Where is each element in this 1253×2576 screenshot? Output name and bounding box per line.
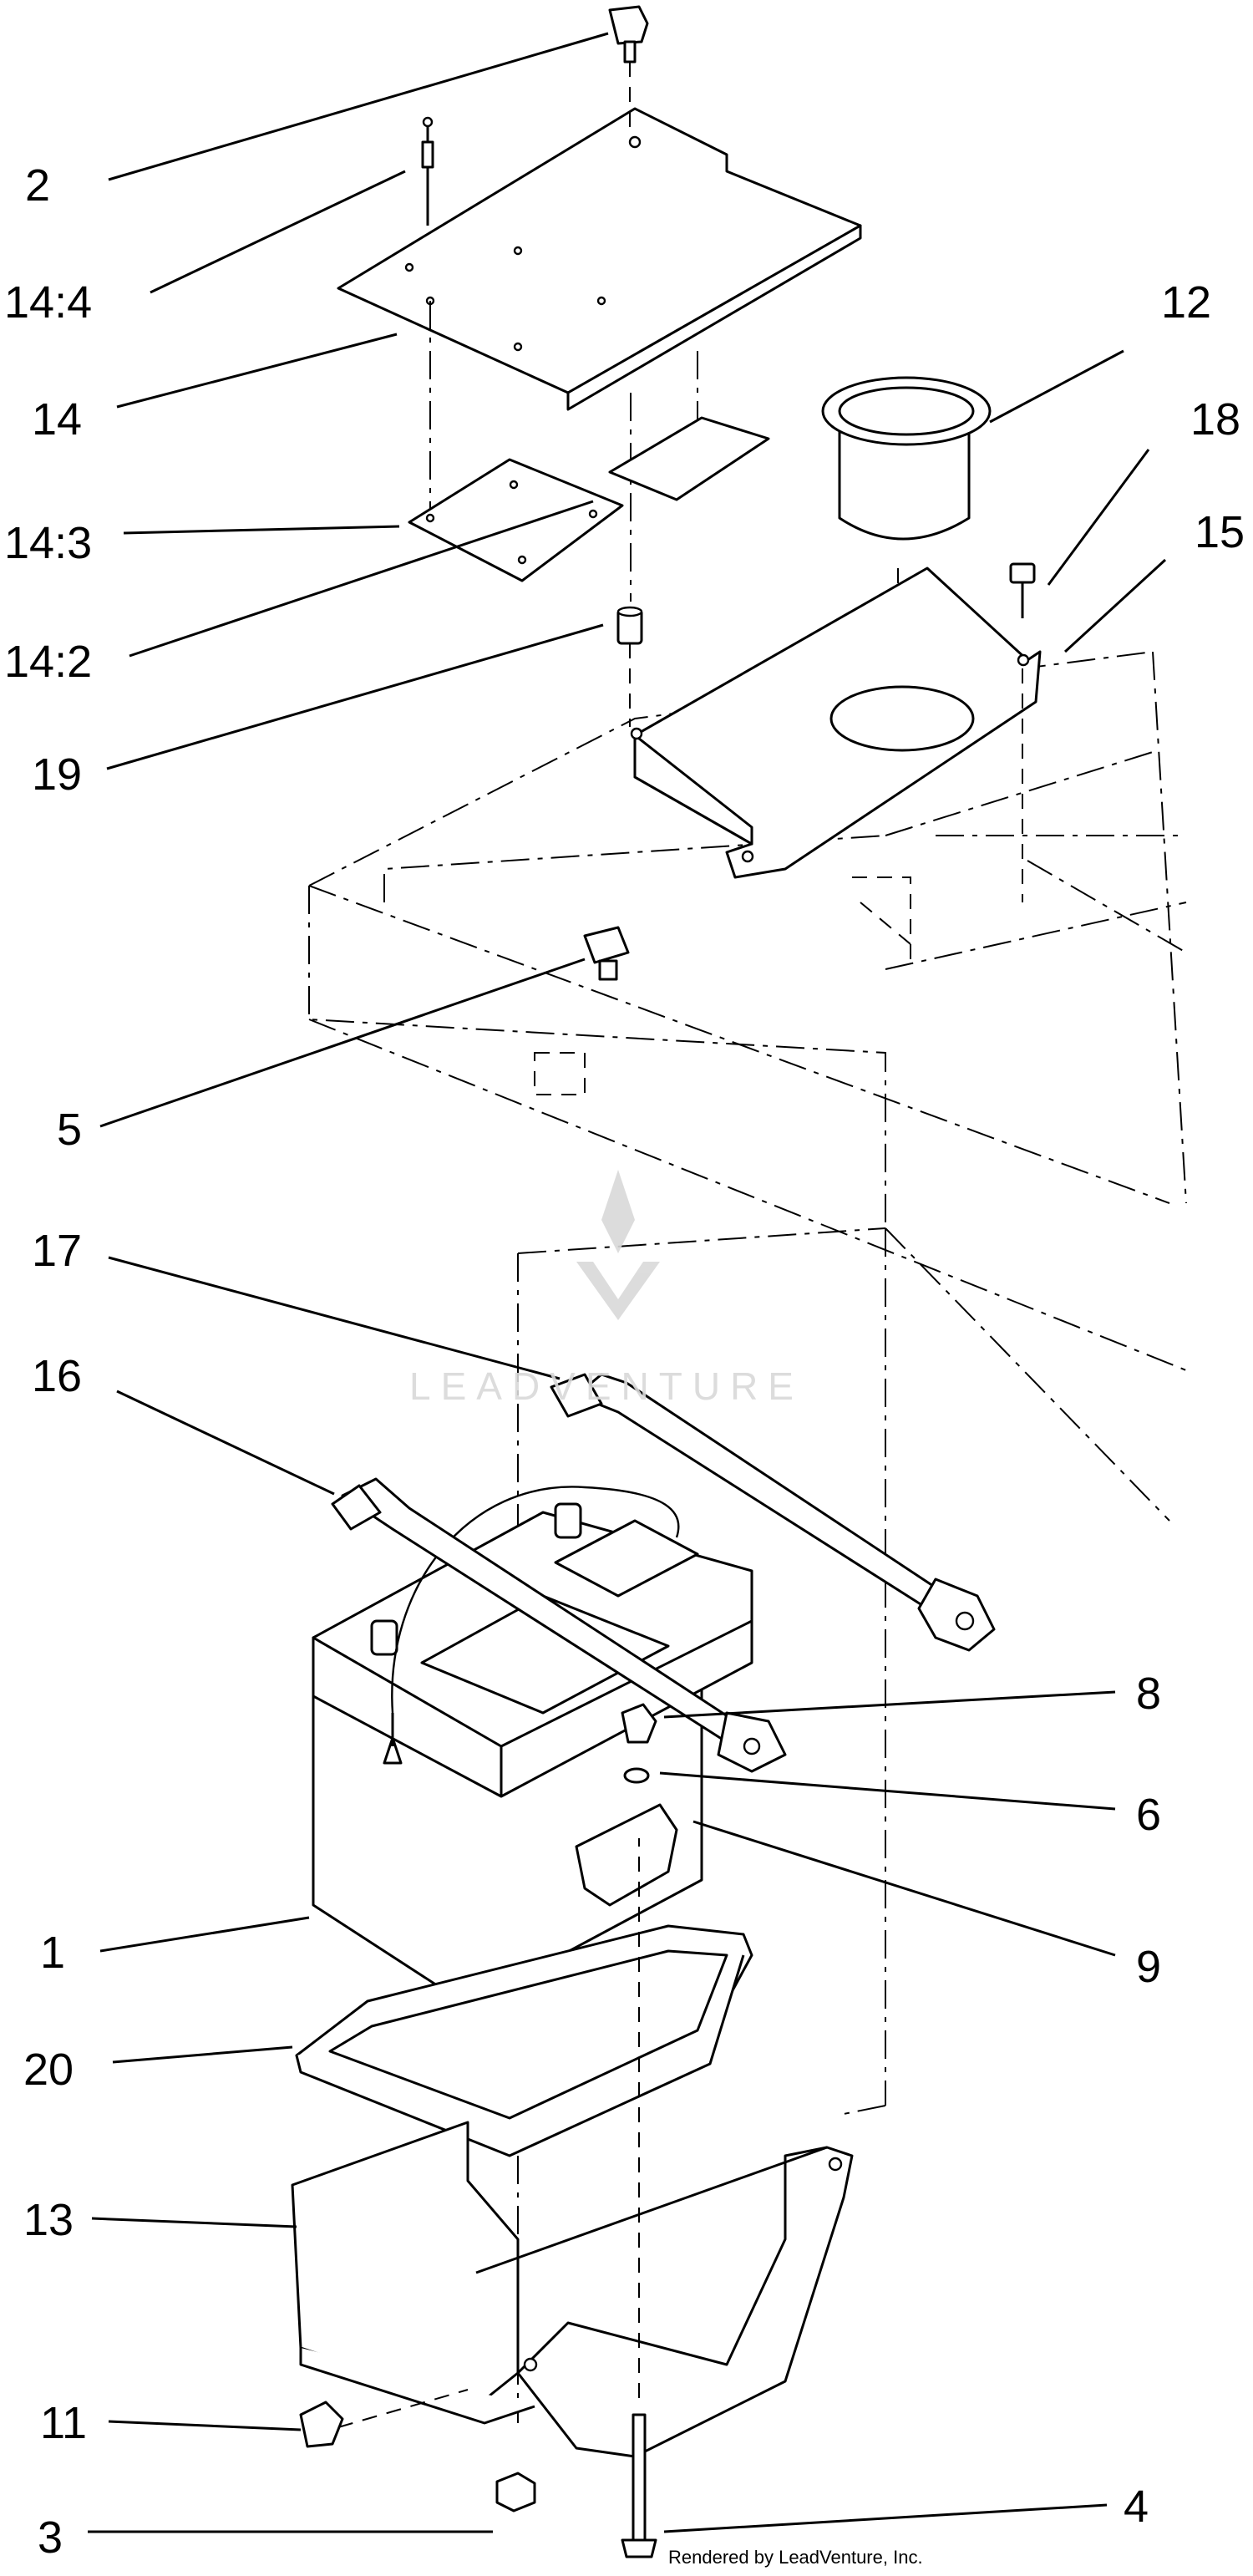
top-fastener [608, 5, 649, 134]
cable-positive [550, 1373, 996, 1652]
pin-fastener [421, 116, 434, 226]
callout-6: 6 [1136, 1790, 1161, 1840]
pad-square [408, 458, 624, 582]
chassis-frame-phantom [308, 651, 1187, 2423]
watermark-v-icon [576, 1262, 660, 1320]
callout-18: 18 [1190, 394, 1240, 445]
callout-13: 13 [23, 2195, 74, 2245]
long-bolt [621, 1838, 657, 2558]
callout-14-4: 14:4 [4, 277, 92, 328]
callout-12: 12 [1161, 277, 1211, 328]
callout-2: 2 [25, 160, 50, 211]
spacer [616, 606, 643, 727]
pad-rectangle [608, 416, 770, 501]
callout-8: 8 [1136, 1669, 1161, 1719]
battery-clamp [575, 1803, 678, 1907]
hold-down-nut [621, 1703, 657, 1744]
mounting-bracket [630, 567, 1042, 879]
base-bolt [299, 2389, 469, 2448]
watermark: LEADVENTURE [409, 1170, 804, 1408]
watermark-text: LEADVENTURE [409, 1364, 804, 1408]
callout-11: 11 [40, 2398, 87, 2448]
callout-14-3: 14:3 [4, 518, 92, 568]
callout-1: 1 [40, 1928, 65, 1978]
callout-4: 4 [1124, 2482, 1149, 2532]
callout-16: 16 [32, 1351, 82, 1401]
callout-14-2: 14:2 [4, 637, 92, 687]
hold-down-strap [391, 1486, 680, 1714]
battery-base-bracket [291, 2121, 854, 2458]
callout-19: 19 [32, 749, 82, 800]
frame-bolt [583, 926, 630, 981]
bracket-screw [1009, 562, 1036, 902]
callout-9: 9 [1136, 1942, 1161, 1992]
top-cover-plate [337, 107, 862, 411]
base-nut [495, 2472, 536, 2512]
watermark-flame-icon [601, 1170, 635, 1253]
battery-tray [295, 1924, 753, 2157]
callout-3: 3 [38, 2512, 63, 2563]
callout-15: 15 [1195, 507, 1245, 557]
washer [623, 1767, 650, 1784]
callout-5: 5 [57, 1105, 82, 1155]
callout-17: 17 [32, 1226, 82, 1276]
callout-20: 20 [23, 2045, 74, 2095]
battery [312, 1502, 753, 2007]
leader-lines [88, 32, 1167, 2533]
render-credit: Rendered by LeadVenture, Inc. [668, 2547, 923, 2568]
cable-negative [331, 1477, 787, 1773]
callout-14: 14 [32, 394, 82, 445]
callout-labels: 2 14:4 14 14:3 14:2 19 12 18 15 5 17 16 … [4, 160, 1245, 2563]
